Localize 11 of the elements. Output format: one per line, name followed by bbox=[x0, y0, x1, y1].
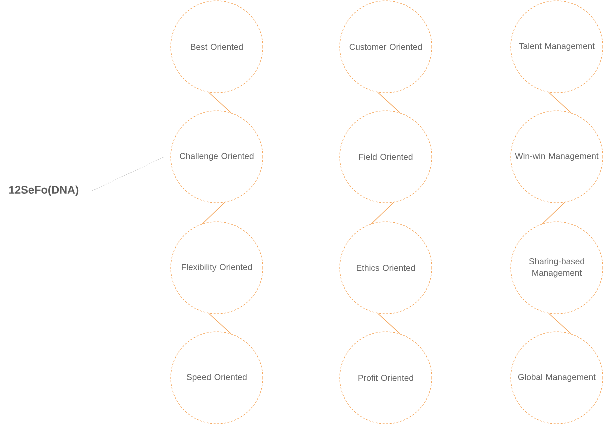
connector-line bbox=[378, 313, 401, 334]
connector-line bbox=[542, 202, 566, 224]
dna-label: 12SeFo(DNA) bbox=[10, 186, 79, 196]
connector-line bbox=[92, 156, 165, 192]
connector-line bbox=[371, 202, 394, 224]
connector-line bbox=[208, 92, 232, 114]
connector-line bbox=[548, 313, 572, 334]
connector-line bbox=[548, 92, 572, 114]
connector-line bbox=[202, 202, 226, 224]
connector-line bbox=[208, 313, 232, 334]
connector-line bbox=[378, 92, 401, 114]
